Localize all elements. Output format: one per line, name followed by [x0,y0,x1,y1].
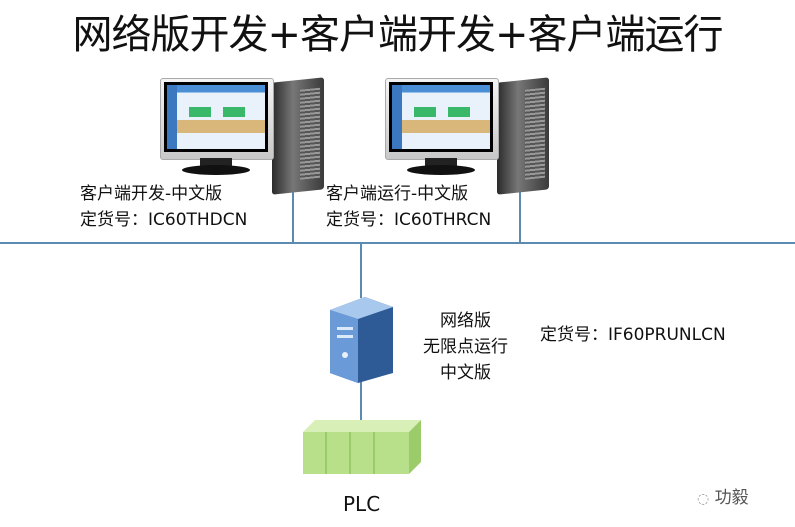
client-run-order: 定货号：IC60THRCN [326,210,492,230]
watermark-text: 功毅 [714,488,749,508]
plc-connector [360,382,362,422]
wechat-icon: ◌ [697,491,710,507]
diagram-title: 网络版开发+客户端开发+客户端运行 [72,12,723,58]
plc-icon [303,418,423,476]
client-dev-name: 客户端开发-中文版 [80,184,223,204]
client-run-label: 客户端运行-中文版 定货号：IC60THRCN [326,181,491,233]
server-order: 定货号：IF60PRUNLCN [540,325,726,345]
plc-label: PLC [343,492,381,516]
server-line2: 无限点运行 [423,337,508,357]
client-run-connector [519,185,521,243]
client-run-name: 客户端运行-中文版 [326,184,469,204]
server-line3: 中文版 [440,363,491,383]
client-dev-label: 客户端开发-中文版 定货号：IC60THDCN [80,181,247,233]
server-line1: 网络版 [440,311,491,331]
network-bus-line [0,242,795,244]
watermark: ◌ 功毅 [697,483,749,508]
client-dev-order: 定货号：IC60THDCN [80,210,248,230]
server-connector [360,243,362,298]
server-icon [325,295,395,385]
client-dev-connector [292,185,294,243]
server-label: 网络版 无限点运行 中文版 [408,308,523,386]
